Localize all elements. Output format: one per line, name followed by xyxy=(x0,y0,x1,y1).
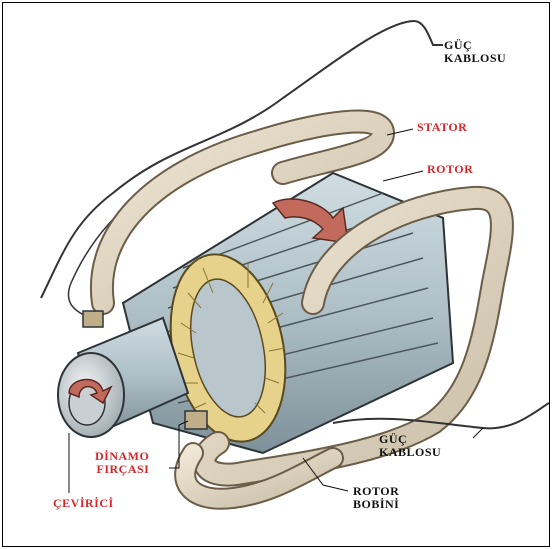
label-commutator: ÇEVİRİCİ xyxy=(53,496,114,510)
label-power-cable-top: GÜÇ KABLOSU xyxy=(444,39,506,65)
label-power-cable-bottom-line1: GÜÇ xyxy=(379,432,408,446)
motor-illustration xyxy=(40,19,549,510)
label-dynamo-brush-line2: FIRÇASI xyxy=(96,462,150,476)
label-power-cable-top-line1: GÜÇ xyxy=(444,38,473,52)
leader-lines xyxy=(68,128,484,493)
commutator-arrow xyxy=(68,378,113,405)
label-rotor-coil: ROTOR BOBİNİ xyxy=(353,485,399,511)
label-rotor: ROTOR xyxy=(427,162,474,176)
label-rotor-coil-line2: BOBİNİ xyxy=(353,497,400,511)
label-power-cable-bottom: GÜÇ KABLOSU xyxy=(379,433,441,459)
label-power-cable-top-line2: KABLOSU xyxy=(444,51,507,65)
label-stator: STATOR xyxy=(417,120,468,134)
label-power-cable-bottom-line2: KABLOSU xyxy=(379,445,442,459)
power-cable-top-wire xyxy=(40,19,443,299)
rotor-coil-ring xyxy=(169,253,287,443)
commutator-shaft xyxy=(57,316,190,438)
power-cable-bottom-wire xyxy=(332,402,549,430)
label-dynamo-brush-line1: DİNAMO xyxy=(95,449,150,463)
label-rotor-coil-line1: ROTOR xyxy=(353,484,400,498)
label-dynamo-brush: DİNAMO FIRÇASI xyxy=(95,450,149,476)
dynamo-brush-block xyxy=(184,410,208,430)
